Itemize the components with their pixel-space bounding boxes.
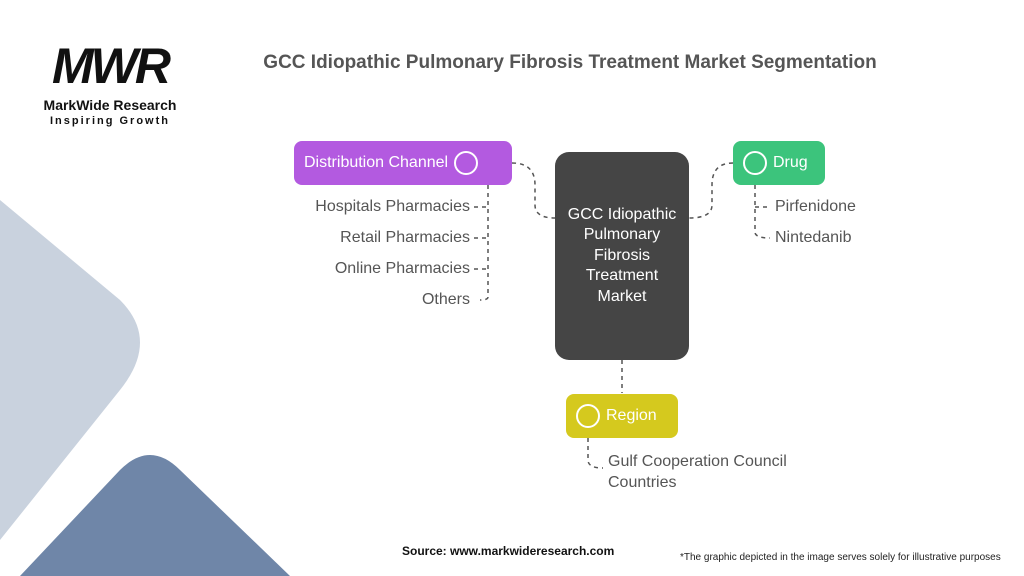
list-item: Others [421,291,470,308]
list-item: Retail Pharmacies [340,229,470,246]
list-item: Gulf Cooperation Council Countries [608,453,787,491]
segment-label: Distribution Channel [304,154,449,171]
page-title: GCC Idiopathic Pulmonary Fibrosis Treatm… [263,52,877,73]
list-item: Pirfenidone [775,198,856,215]
brand-tagline: Inspiring Growth [50,115,170,127]
list-item: Nintedanib [775,229,852,246]
disclaimer-text: *The graphic depicted in the image serve… [680,552,1001,563]
segment-distribution-channel: Distribution Channel [294,141,512,185]
drug-icon [743,151,767,175]
segment-label: Region [606,407,657,424]
connectors [474,162,771,469]
list-item: Hospitals Pharmacies [315,198,470,215]
globe-icon [576,404,600,428]
logo-mark: MWR [52,38,171,94]
segment-region: Region [566,394,678,438]
brand-name: MarkWide Research [43,97,177,113]
segment-drug: Drug [733,141,825,185]
list-item: Online Pharmacies [334,260,470,277]
center-node: GCC Idiopathic Pulmonary Fibrosis Treatm… [555,152,689,360]
segment-label: Drug [773,154,808,171]
source-text: Source: www.markwideresearch.com [402,544,615,558]
markwide-logo: MWR MarkWide Research Inspiring Growth [35,36,195,128]
distribution-icon [454,151,479,175]
